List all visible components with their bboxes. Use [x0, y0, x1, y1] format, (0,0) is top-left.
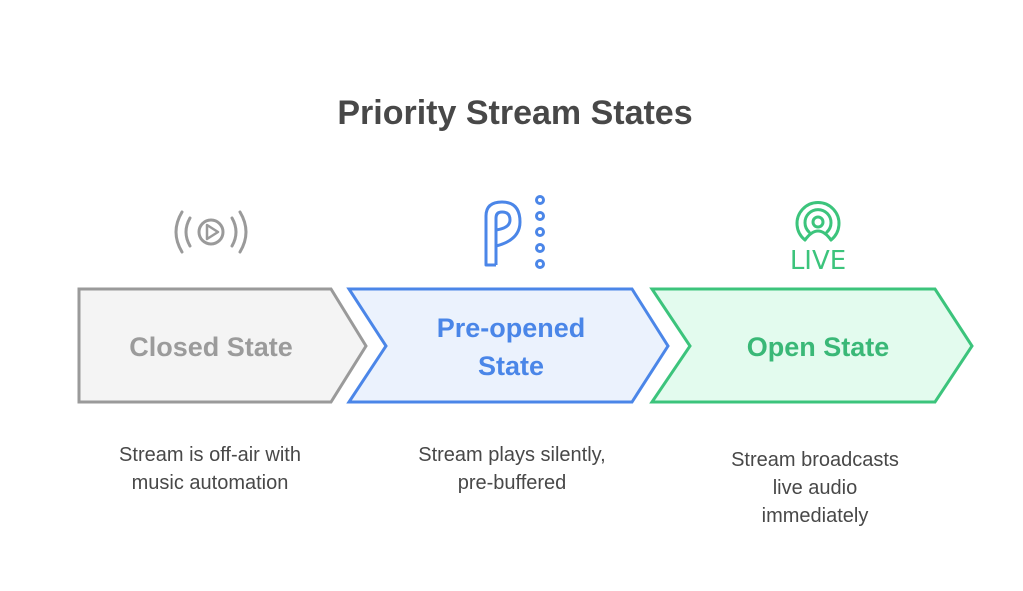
- preopened-state-desc-line1: Stream plays silently,: [418, 444, 605, 466]
- open-state-desc-line2: live audio: [773, 477, 858, 499]
- closed-state-label: Closed State: [129, 332, 293, 362]
- open-state-label: Open State: [747, 332, 890, 362]
- preopened-state-label-line2: State: [478, 351, 544, 381]
- closed-state-shape: [77, 287, 368, 404]
- live-broadcast-icon: LIVE: [790, 201, 846, 276]
- diagram-title: Priority Stream States: [337, 94, 692, 132]
- closed-state-desc-line2: music automation: [132, 472, 289, 494]
- parking-dots-icon: [484, 195, 545, 269]
- preopened-state-shape: [346, 287, 670, 404]
- open-state-shape: [649, 287, 974, 404]
- live-icon-text: LIVE: [790, 246, 846, 276]
- broadcast-play-icon: [174, 210, 248, 254]
- closed-state-desc-line1: Stream is off-air with: [119, 444, 301, 466]
- preopened-state-label-line1: Pre-opened: [437, 313, 586, 343]
- preopened-state-desc-line2: pre-buffered: [458, 472, 567, 494]
- open-state-desc-line1: Stream broadcasts: [731, 449, 899, 471]
- open-state-desc-line3: immediately: [762, 505, 869, 527]
